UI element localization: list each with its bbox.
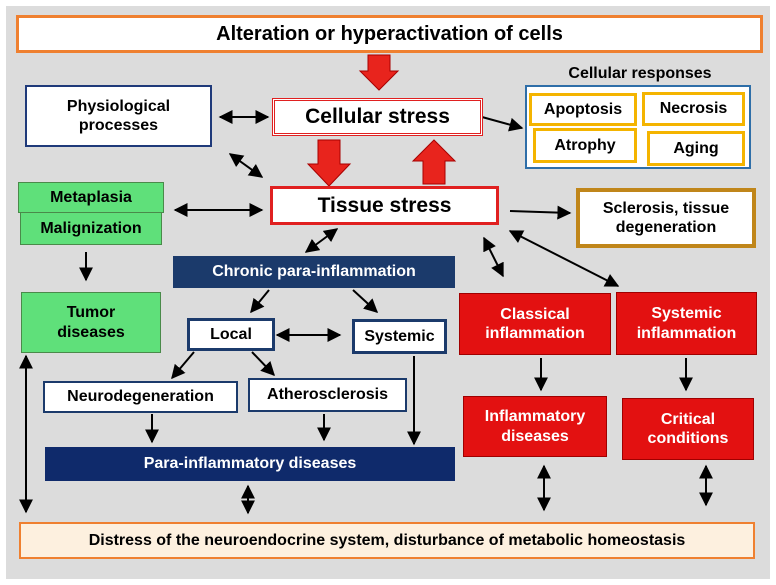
sclerosis-box: Sclerosis, tissue degeneration — [576, 188, 756, 248]
arrow-tissue-systemic-inflammation — [508, 230, 620, 287]
classical-inflammation-box: Classical inflammation — [459, 293, 611, 355]
malignization-box: Malignization — [20, 212, 162, 245]
tissue-stress-box: Tissue stress — [270, 186, 499, 225]
tumor-diseases-box: Tumor diseases — [21, 292, 161, 353]
title-box: Alteration or hyperactivation of cells — [16, 15, 763, 53]
local-box: Local — [187, 318, 275, 351]
cellular-stress-box: Cellular stress — [272, 98, 483, 136]
systemic-inflammation-box: Systemic inflammation — [616, 292, 757, 355]
arrow-local-atherosclerosis — [251, 351, 275, 377]
physiological-processes-box: Physiological processes — [25, 85, 212, 147]
apoptosis-box: Apoptosis — [529, 93, 637, 126]
block-arrow-title-cellular — [358, 54, 400, 91]
arrow-cellular-responses — [481, 116, 524, 132]
aging-box: Aging — [647, 131, 745, 166]
neurodegeneration-box: Neurodegeneration — [43, 381, 238, 413]
metaplasia-box: Metaplasia — [18, 182, 164, 213]
para-inflammatory-diseases-box: Para-inflammatory diseases — [45, 447, 455, 481]
atherosclerosis-box: Atherosclerosis — [248, 378, 407, 412]
block-arrow-tissue-cellular — [411, 139, 457, 185]
atrophy-box: Atrophy — [533, 128, 637, 163]
arrow-chronic-systemic — [352, 289, 379, 313]
cellular-responses-heading: Cellular responses — [568, 65, 712, 83]
arrow-physiological-tissue — [228, 153, 264, 178]
arrow-tissue-sclerosis — [509, 205, 572, 220]
arrow-tissue-classical — [483, 236, 504, 278]
block-arrow-cellular-tissue — [306, 139, 352, 187]
systemic-box: Systemic — [352, 319, 447, 354]
arrow-chronic-local — [250, 289, 270, 314]
critical-conditions-box: Critical conditions — [622, 398, 754, 460]
arrow-tissue-chronic — [304, 228, 339, 253]
distress-box: Distress of the neuroendocrine system, d… — [19, 522, 755, 559]
chronic-para-inflammation-box: Chronic para-inflammation — [173, 256, 455, 288]
inflammatory-diseases-box: Inflammatory diseases — [463, 396, 607, 457]
arrow-local-neurodegeneration — [171, 351, 195, 380]
necrosis-box: Necrosis — [642, 92, 745, 126]
